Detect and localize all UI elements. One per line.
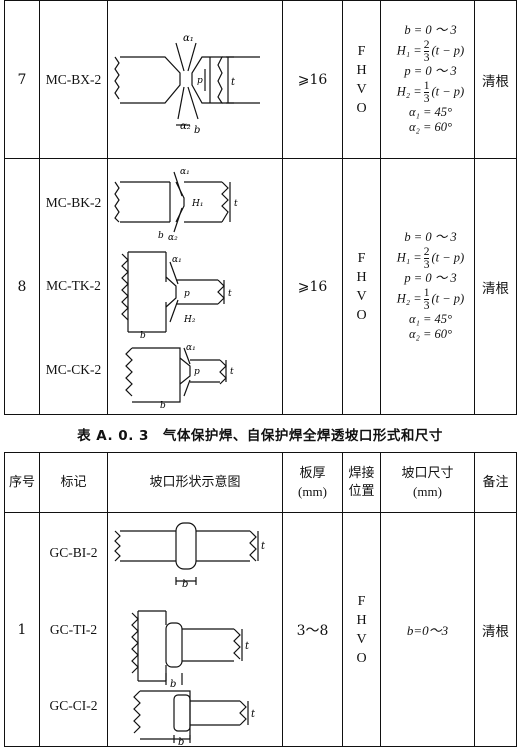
mark-tk: MC-TK-2 bbox=[46, 278, 101, 294]
row-number: 8 bbox=[4, 158, 40, 415]
mark-ck: MC-CK-2 bbox=[45, 361, 102, 377]
alpha2-label: α₂ bbox=[180, 121, 191, 132]
row-thickness: ⩾16 bbox=[282, 0, 343, 159]
table-caption: 表 A. 0. 3 气体保护焊、自保护焊全焊透坡口形式和尺寸 bbox=[77, 428, 443, 444]
b-label: b bbox=[182, 579, 188, 590]
position-h: H bbox=[356, 62, 367, 78]
t-label: t bbox=[230, 367, 234, 377]
position-f: F bbox=[357, 250, 366, 266]
p-label: p bbox=[184, 289, 190, 299]
alpha1-label: α₁ bbox=[180, 167, 190, 177]
alpha2-label: α₂ bbox=[168, 233, 178, 243]
header-diagram: 坡口形状示意图 bbox=[107, 452, 283, 513]
groove-diagram-x: α₁ α₂ b p t bbox=[114, 33, 260, 135]
header-size: 坡口尺寸 (mm) bbox=[380, 452, 475, 513]
t-label: t bbox=[234, 199, 238, 209]
formula-b: b = 0 ～ 3 bbox=[404, 230, 457, 245]
b-label: b bbox=[160, 401, 166, 411]
row-thickness: ⩾16 bbox=[282, 158, 343, 415]
row-marks: MC-BK-2 MC-TK-2 MC-CK-2 bbox=[39, 158, 108, 415]
groove-diagram-cell: α₁ α₂ b H₁ t α₁ b p H₂ t α₁ b p t bbox=[107, 158, 283, 415]
groove-diagram-i: b t b t b t bbox=[114, 521, 266, 745]
mark-ci: GC-CI-2 bbox=[49, 698, 98, 714]
row-size: b=0～3 bbox=[380, 512, 475, 747]
row-note: 清根 bbox=[474, 0, 517, 159]
mark-bi: GC-BI-2 bbox=[49, 544, 98, 560]
t-label: t bbox=[231, 77, 236, 88]
position-f: F bbox=[357, 43, 366, 59]
header-number: 序号 bbox=[4, 452, 40, 513]
formula-b: b = 0 ～ 3 bbox=[404, 23, 457, 38]
row-mark: MC-BX-2 bbox=[39, 0, 108, 159]
alpha1-label: α₁ bbox=[172, 255, 182, 265]
formula-p: p = 0 ～ 3 bbox=[404, 63, 457, 78]
t-label: t bbox=[251, 709, 256, 720]
table-row: 7 MC-BX-2 α₁ α₂ b p bbox=[4, 0, 517, 159]
header-mark: 标记 bbox=[39, 452, 108, 513]
mark-ti: GC-TI-2 bbox=[49, 621, 98, 637]
table-groove-gc: 序号 标记 坡口形状示意图 板厚 (mm) 焊接 位置 坡口尺寸 (mm) 备注… bbox=[4, 452, 517, 747]
row-number: 1 bbox=[4, 512, 40, 747]
position-o: O bbox=[356, 100, 367, 116]
h1-label: H₁ bbox=[191, 199, 203, 209]
row-positions: F H V O bbox=[342, 512, 381, 747]
formula-alpha1: α₁ = 45° bbox=[408, 311, 453, 326]
alpha1-label: α₁ bbox=[186, 343, 196, 353]
position-h: H bbox=[356, 612, 367, 628]
groove-diagram-cell: b t b t b t bbox=[107, 512, 283, 747]
position-v: V bbox=[356, 81, 367, 97]
row-thickness: 3～8 bbox=[282, 512, 343, 747]
groove-diagram-cell: α₁ α₂ b p t bbox=[107, 0, 283, 159]
position-o: O bbox=[356, 307, 367, 323]
groove-diagram-k: α₁ α₂ b H₁ t α₁ b p H₂ t α₁ b p t bbox=[114, 167, 238, 411]
alpha1-label: α₁ bbox=[183, 33, 194, 44]
t-label: t bbox=[245, 641, 250, 652]
b-label: b bbox=[194, 125, 200, 135]
row-positions: F H V O bbox=[342, 0, 381, 159]
position-o: O bbox=[356, 650, 367, 666]
t-label: t bbox=[228, 289, 232, 299]
table-row: 1 GC-BI-2 GC-TI-2 GC-CI-2 bbox=[4, 512, 517, 747]
formula-p: p = 0 ～ 3 bbox=[404, 270, 457, 285]
position-v: V bbox=[356, 631, 367, 647]
b-label: b bbox=[158, 231, 164, 241]
h2-label: H₂ bbox=[183, 315, 196, 325]
mark-bk: MC-BK-2 bbox=[45, 195, 102, 211]
t-label: t bbox=[261, 541, 266, 552]
header-position: 焊接 位置 bbox=[342, 452, 381, 513]
row-marks: GC-BI-2 GC-TI-2 GC-CI-2 bbox=[39, 512, 108, 747]
table-row: 8 MC-BK-2 MC-TK-2 MC-CK-2 bbox=[4, 158, 517, 415]
formula-alpha2: α₂ = 60° bbox=[408, 327, 453, 342]
header-thickness: 板厚 (mm) bbox=[282, 452, 343, 513]
b-label: b bbox=[170, 679, 176, 690]
b-label: b bbox=[140, 331, 146, 341]
table-groove-mc: 7 MC-BX-2 α₁ α₂ b p bbox=[4, 0, 517, 415]
table-header-row: 序号 标记 坡口形状示意图 板厚 (mm) 焊接 位置 坡口尺寸 (mm) 备注 bbox=[4, 452, 517, 513]
row-note: 清根 bbox=[474, 158, 517, 415]
position-f: F bbox=[357, 593, 366, 609]
formula-alpha2: α₂ = 60° bbox=[408, 120, 453, 135]
row-number: 7 bbox=[4, 0, 40, 159]
position-h: H bbox=[356, 269, 367, 285]
p-label: p bbox=[197, 76, 203, 86]
row-note: 清根 bbox=[474, 512, 517, 747]
position-v: V bbox=[356, 288, 367, 304]
header-note: 备注 bbox=[474, 452, 517, 513]
formula-alpha1: α₁ = 45° bbox=[408, 104, 453, 119]
row-positions: F H V O bbox=[342, 158, 381, 415]
p-label: p bbox=[194, 367, 200, 377]
b-label: b bbox=[178, 737, 184, 745]
